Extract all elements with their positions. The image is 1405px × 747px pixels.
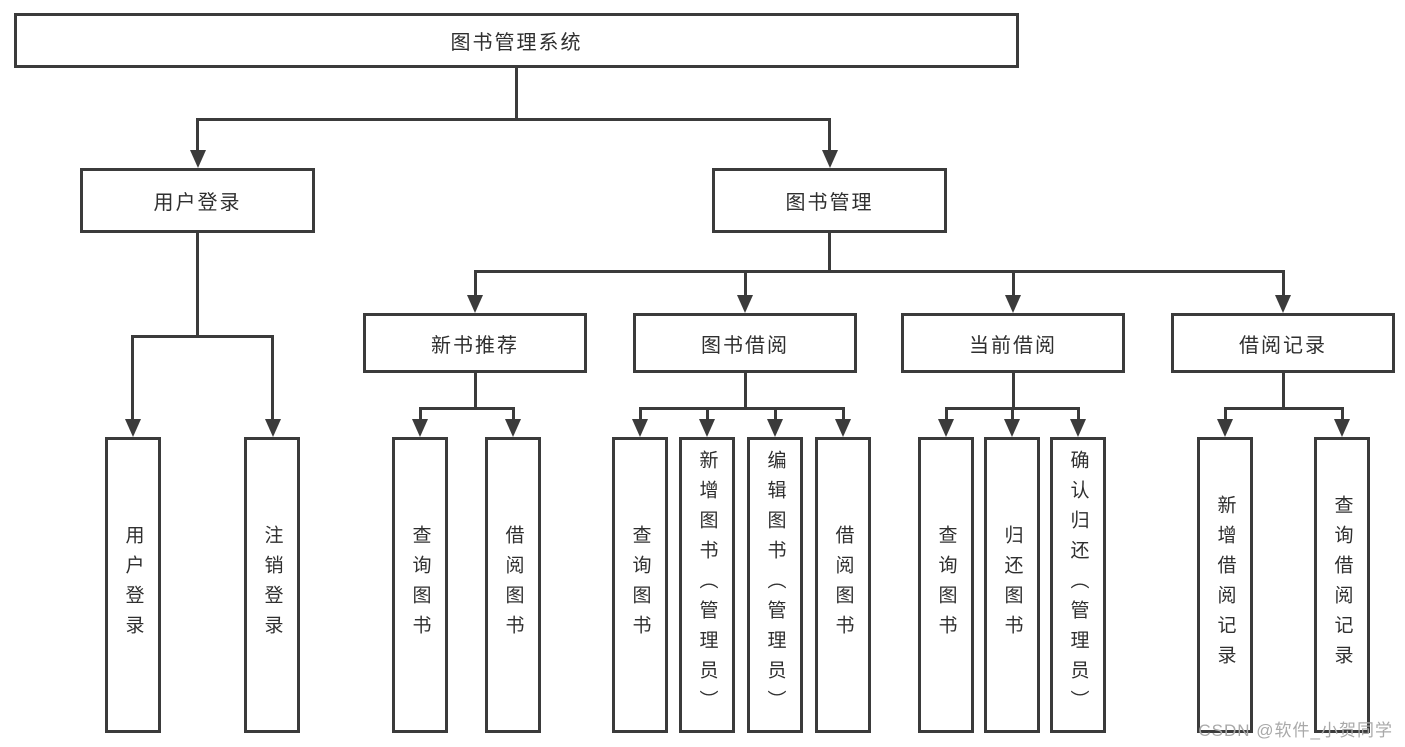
- connector-level3-bar: [474, 270, 1284, 273]
- node-leaf-br-add-record: 新增借阅记录: [1197, 437, 1253, 733]
- arrowhead-current-borrowing: [1005, 295, 1021, 313]
- arrowhead-bb-query: [632, 419, 648, 437]
- arrowhead-cb-query: [938, 419, 954, 437]
- connector-drop-current-borrowing: [1012, 270, 1015, 297]
- node-leaf-br-query-record-label: 查询借阅记录: [1331, 495, 1353, 675]
- connector-drop-cb-confirm: [1077, 407, 1080, 421]
- node-current-borrowing-label: 当前借阅: [969, 334, 1057, 357]
- connector-drop-book-management: [828, 118, 831, 152]
- node-leaf-cb-confirm-return: 确认归还（管理员）: [1050, 437, 1106, 733]
- node-leaf-bb-borrow-books-label: 借阅图书: [832, 525, 854, 645]
- connector-drop-borrowing-records: [1282, 270, 1285, 297]
- node-current-borrowing: 当前借阅: [901, 313, 1125, 373]
- node-leaf-logout-label: 注销登录: [261, 525, 283, 645]
- node-leaf-bb-borrow-books: 借阅图书: [815, 437, 871, 733]
- node-leaf-bb-add-books: 新增图书（管理员）: [679, 437, 735, 733]
- node-leaf-br-add-record-label: 新增借阅记录: [1214, 495, 1236, 675]
- arrowhead-bb-borrow: [835, 419, 851, 437]
- connector-new-book-recommend-bar: [419, 407, 515, 410]
- node-borrowing-records: 借阅记录: [1171, 313, 1395, 373]
- node-book-management-label: 图书管理: [785, 192, 874, 214]
- connector-drop-bb-query: [639, 407, 642, 421]
- node-leaf-cb-query-books: 查询图书: [918, 437, 974, 733]
- node-new-book-recommend-label: 新书推荐: [431, 334, 519, 357]
- node-user-login-label: 用户登录: [153, 192, 242, 214]
- connector-drop-leaf-logout: [271, 335, 274, 421]
- node-leaf-nb-borrow-books: 借阅图书: [485, 437, 541, 733]
- node-leaf-user-login-label: 用户登录: [122, 525, 144, 645]
- arrowhead-cb-return: [1004, 419, 1020, 437]
- node-leaf-nb-query-books-label: 查询图书: [409, 525, 431, 645]
- node-leaf-bb-add-books-label: 新增图书（管理员）: [696, 450, 718, 720]
- connector-user-login-stem: [196, 233, 199, 335]
- arrowhead-book-management: [822, 150, 838, 168]
- connector-current-borrowing-stem: [1012, 373, 1015, 407]
- connector-user-login-bar: [131, 335, 274, 338]
- node-leaf-nb-borrow-books-label: 借阅图书: [502, 525, 524, 645]
- csdn-watermark: CSDN @软件_小贺同学: [1198, 721, 1393, 740]
- connector-drop-bb-edit: [774, 407, 777, 421]
- node-leaf-cb-return-books: 归还图书: [984, 437, 1040, 733]
- connector-drop-bb-borrow: [842, 407, 845, 421]
- node-leaf-cb-return-books-label: 归还图书: [1001, 525, 1023, 645]
- connector-drop-new-book-recommend: [474, 270, 477, 297]
- connector-drop-cb-return: [1011, 407, 1014, 421]
- connector-book-management-stem: [828, 233, 831, 270]
- connector-drop-leaf-user-login: [131, 335, 134, 421]
- node-root-label: 图书管理系统: [450, 32, 583, 54]
- arrowhead-bb-edit: [767, 419, 783, 437]
- arrowhead-nb-borrow: [505, 419, 521, 437]
- arrowhead-new-book-recommend: [467, 295, 483, 313]
- arrowhead-leaf-user-login: [125, 419, 141, 437]
- arrowhead-borrowing-records: [1275, 295, 1291, 313]
- node-root: 图书管理系统: [14, 13, 1019, 68]
- connector-book-borrowing-bar: [639, 407, 845, 410]
- node-book-borrowing-label: 图书借阅: [701, 334, 789, 357]
- node-leaf-bb-query-books-label: 查询图书: [629, 525, 651, 645]
- arrowhead-nb-query: [412, 419, 428, 437]
- node-book-borrowing: 图书借阅: [633, 313, 857, 373]
- connector-drop-br-query: [1341, 407, 1344, 421]
- connector-level2-bar: [196, 118, 831, 121]
- arrowhead-user-login: [190, 150, 206, 168]
- node-leaf-cb-confirm-return-label: 确认归还（管理员）: [1067, 450, 1089, 720]
- node-leaf-cb-query-books-label: 查询图书: [935, 525, 957, 645]
- connector-drop-user-login: [196, 118, 199, 152]
- connector-drop-br-add: [1224, 407, 1227, 421]
- connector-drop-nb-borrow: [512, 407, 515, 421]
- arrowhead-bb-add: [699, 419, 715, 437]
- arrowhead-br-add: [1217, 419, 1233, 437]
- node-borrowing-records-label: 借阅记录: [1239, 334, 1327, 357]
- node-leaf-nb-query-books: 查询图书: [392, 437, 448, 733]
- arrowhead-br-query: [1334, 419, 1350, 437]
- connector-root-stem: [515, 68, 518, 118]
- node-leaf-user-login: 用户登录: [105, 437, 161, 733]
- arrowhead-book-borrowing: [737, 295, 753, 313]
- connector-drop-cb-query: [945, 407, 948, 421]
- node-new-book-recommend: 新书推荐: [363, 313, 587, 373]
- node-leaf-logout: 注销登录: [244, 437, 300, 733]
- connector-new-book-recommend-stem: [474, 373, 477, 407]
- node-leaf-bb-edit-books: 编辑图书（管理员）: [747, 437, 803, 733]
- connector-book-borrowing-stem: [744, 373, 747, 407]
- node-leaf-bb-edit-books-label: 编辑图书（管理员）: [764, 450, 786, 720]
- connector-borrowing-records-bar: [1224, 407, 1343, 410]
- arrowhead-cb-confirm: [1070, 419, 1086, 437]
- connector-borrowing-records-stem: [1282, 373, 1285, 407]
- node-user-login: 用户登录: [80, 168, 315, 233]
- node-leaf-bb-query-books: 查询图书: [612, 437, 668, 733]
- node-leaf-br-query-record: 查询借阅记录: [1314, 437, 1370, 733]
- connector-drop-book-borrowing: [744, 270, 747, 297]
- connector-drop-bb-add: [706, 407, 709, 421]
- connector-drop-nb-query: [419, 407, 422, 421]
- arrowhead-leaf-logout: [265, 419, 281, 437]
- node-book-management: 图书管理: [712, 168, 947, 233]
